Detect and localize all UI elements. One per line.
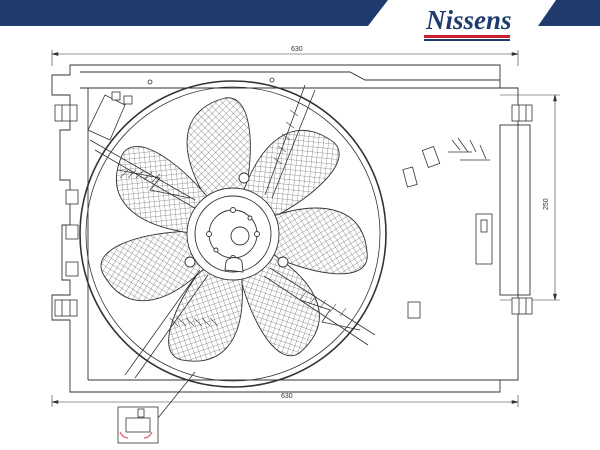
shroud-frame (51, 64, 531, 393)
banner-left-bar (0, 0, 388, 26)
fan-ring-inner (85, 86, 381, 382)
motor-hub (184, 172, 289, 281)
fan-blade (238, 249, 320, 357)
connector-detail (117, 371, 196, 444)
dimension-bottom (51, 395, 519, 407)
brand-underline-navy (424, 39, 510, 41)
fan-blade (265, 207, 368, 275)
fan-blade (186, 97, 251, 206)
right-side-clips (402, 137, 493, 319)
top-left-bracket (87, 77, 275, 141)
dimension-bottom-label: 630 (281, 393, 293, 400)
dimension-top-label: 630 (291, 46, 303, 53)
header-banner: Nissens (0, 0, 600, 41)
mounting-lugs (54, 104, 533, 317)
support-struts (89, 84, 376, 379)
brand-logo: Nissens (425, 5, 512, 35)
strut-hatching (119, 109, 347, 327)
fan-blade (100, 230, 211, 302)
fan-blade (240, 130, 340, 220)
dimension-right-label: 250 (543, 198, 550, 210)
banner-right-bar (538, 0, 600, 26)
fan-ring-outer (79, 80, 387, 388)
dimension-top (51, 50, 519, 66)
brand-underline-red (424, 35, 510, 38)
fan-blade (168, 263, 243, 362)
